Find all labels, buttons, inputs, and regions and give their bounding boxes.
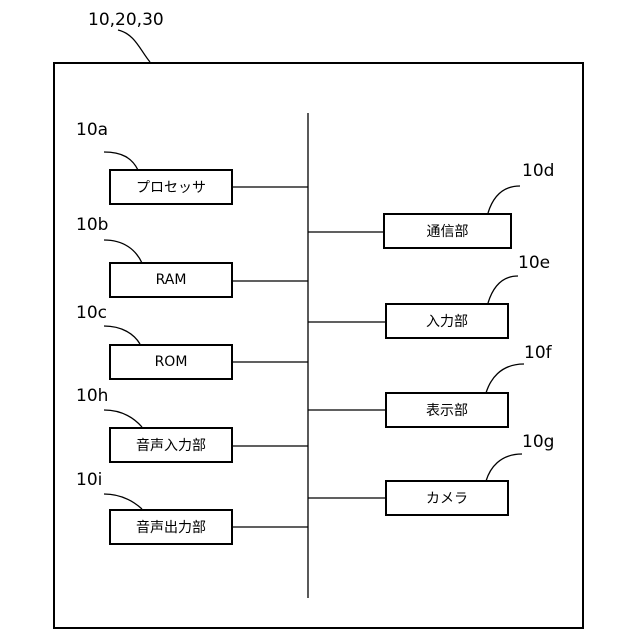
audio-output-block: 音声出力部 xyxy=(109,509,233,545)
comm-label: 通信部 xyxy=(427,221,469,241)
rom-label: ROM xyxy=(155,354,188,370)
processor-block: プロセッサ xyxy=(109,169,233,205)
camera-label: カメラ xyxy=(426,488,468,508)
ref-container: 10,20,30 xyxy=(88,12,164,29)
camera-block: カメラ xyxy=(385,480,509,516)
ref-processor: 10a xyxy=(76,122,108,139)
audio-input-label: 音声入力部 xyxy=(136,435,206,455)
display-label: 表示部 xyxy=(426,400,468,420)
ref-display: 10f xyxy=(524,345,552,362)
ram-label: RAM xyxy=(156,272,187,288)
comm-block: 通信部 xyxy=(383,213,512,249)
audio-output-label: 音声出力部 xyxy=(136,517,206,537)
input-label: 入力部 xyxy=(426,311,468,331)
ref-input: 10e xyxy=(518,255,550,272)
audio-input-block: 音声入力部 xyxy=(109,427,233,463)
ref-ram: 10b xyxy=(76,217,108,234)
ref-audio-out: 10i xyxy=(76,472,102,489)
leader-container xyxy=(118,30,150,62)
ref-rom: 10c xyxy=(76,305,107,322)
ref-camera: 10g xyxy=(522,434,554,451)
ram-block: RAM xyxy=(109,262,233,298)
rom-block: ROM xyxy=(109,344,233,380)
processor-label: プロセッサ xyxy=(136,177,206,197)
input-block: 入力部 xyxy=(385,303,509,339)
display-block: 表示部 xyxy=(385,392,509,428)
ref-audio-in: 10h xyxy=(76,388,108,405)
ref-comm: 10d xyxy=(522,163,554,180)
